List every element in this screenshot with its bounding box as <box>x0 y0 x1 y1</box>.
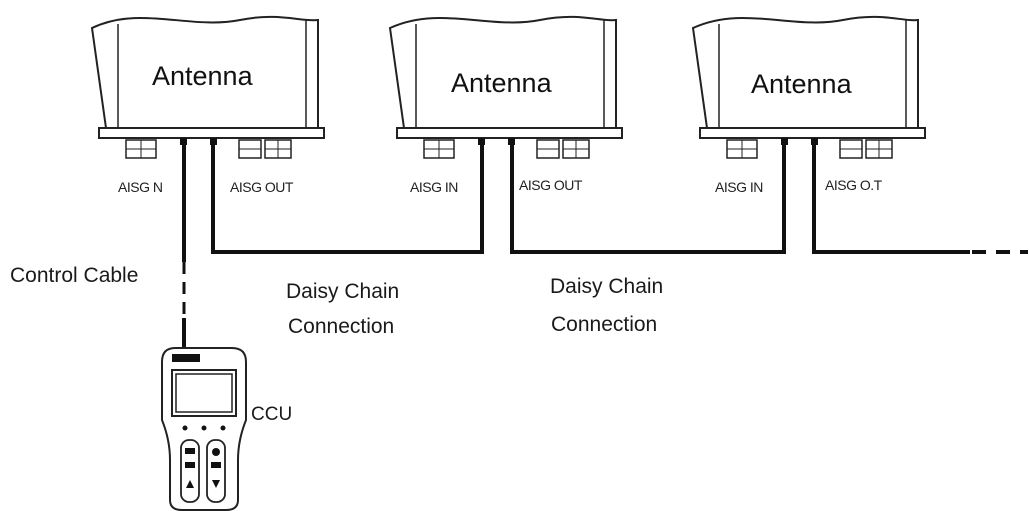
antenna-3: Antenna AISG IN AISG O.T <box>691 15 926 195</box>
ccu-label: CCU <box>251 404 292 425</box>
antenna-3-port-out: AISG O.T <box>825 177 883 193</box>
antenna-1-port-in: AISG N <box>118 179 162 195</box>
daisy-chain-1-label-line2: Connection <box>288 315 394 338</box>
antenna-2-connectors <box>423 138 590 159</box>
daisy-chain-2-label-line2: Connection <box>551 313 657 336</box>
antenna-2-title: Antenna <box>451 68 553 98</box>
antenna-1-connectors <box>125 138 292 159</box>
ccu-power-icon <box>212 448 220 456</box>
daisy-chain-2-label-line1: Daisy Chain <box>550 275 663 298</box>
daisy-chain-cable-1 <box>211 144 484 254</box>
ccu-right-button-column <box>206 439 226 503</box>
control-cable-label: Control Cable <box>10 264 138 287</box>
ccu-button-icon <box>211 462 221 468</box>
daisy-chain-cable-2 <box>510 144 786 254</box>
ccu-down-arrow-icon <box>212 480 220 488</box>
ccu-button-icon <box>185 448 195 454</box>
antenna-2: Antenna AISG IN AISG OUT <box>388 15 623 195</box>
antenna-3-title: Antenna <box>751 69 853 99</box>
cables <box>182 144 1028 348</box>
antenna-2-port-out: AISG OUT <box>519 177 583 193</box>
daisy-chain-cable-3 <box>812 144 970 254</box>
antenna-1-port-out: AISG OUT <box>230 179 294 195</box>
daisy-chain-1-label-line1: Daisy Chain <box>286 280 399 303</box>
ccu-left-button-column <box>180 439 200 503</box>
ccu-indicator-icon <box>182 425 188 431</box>
antenna-3-connectors <box>726 138 893 159</box>
antenna-1-title: Antenna <box>152 61 254 91</box>
ccu-device <box>161 347 247 511</box>
ccu-screen <box>171 369 237 417</box>
antenna-2-port-in: AISG IN <box>410 179 458 195</box>
ccu-button-icon <box>185 462 195 468</box>
ccu-up-arrow-icon <box>186 480 194 488</box>
antenna-3-port-in: AISG IN <box>715 179 763 195</box>
ccu-indicator-icon <box>220 425 226 431</box>
antenna-1: Antenna AISG N AISG OUT <box>90 15 325 195</box>
ccu-indicator-icon <box>201 425 207 431</box>
ccu-brand-logo <box>172 354 200 362</box>
